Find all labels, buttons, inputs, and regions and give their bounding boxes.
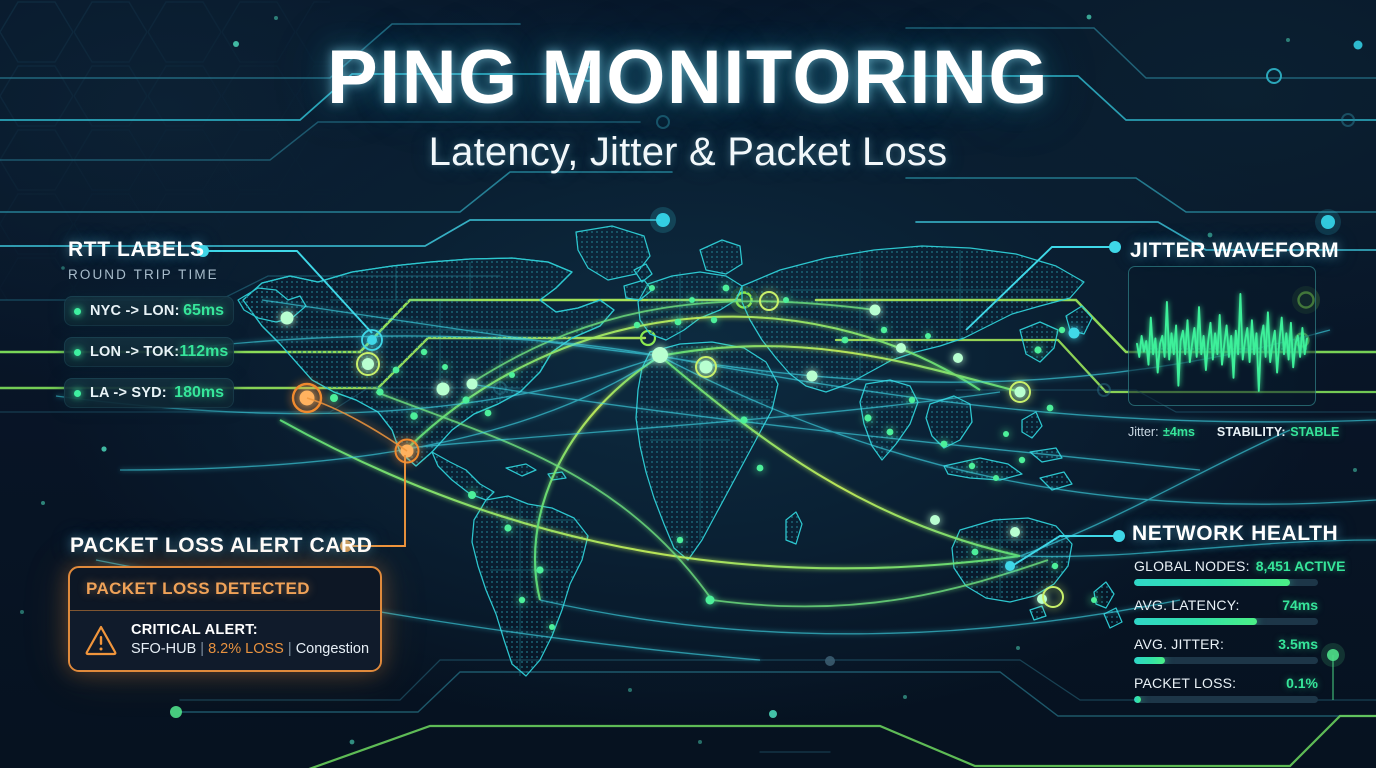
alert-label: CRITICAL ALERT:: [131, 622, 258, 638]
health-label: AVG. LATENCY:: [1134, 597, 1240, 613]
health-row: AVG. LATENCY: 74ms: [1134, 597, 1318, 625]
rtt-section-subheading: ROUND TRIP TIME: [68, 267, 219, 282]
title-block: PING MONITORING Latency, Jitter & Packet…: [0, 40, 1376, 175]
rtt-value: 112ms: [179, 343, 229, 360]
jitter-label: Jitter:: [1128, 425, 1159, 439]
health-row: PACKET LOSS: 0.1%: [1134, 675, 1318, 703]
alert-detail: SFO-HUB | 8.2% LOSS | Congestion: [131, 641, 369, 657]
status-dot-icon: [74, 307, 81, 315]
alert-separator: |: [287, 641, 292, 657]
jitter-waveform-svg: [1136, 293, 1308, 392]
health-row: AVG. JITTER: 3.5ms: [1134, 636, 1318, 664]
stability-value: STABLE: [1290, 425, 1340, 439]
health-progress-fill: [1134, 579, 1291, 586]
health-label: GLOBAL NODES:: [1134, 558, 1250, 574]
page-title: PING MONITORING: [326, 35, 1049, 120]
rtt-route: LA -> SYD:: [90, 385, 167, 401]
health-label: PACKET LOSS:: [1134, 675, 1237, 691]
warning-triangle-icon: [85, 625, 117, 655]
health-value: 0.1%: [1286, 675, 1318, 691]
health-progress-fill: [1134, 657, 1166, 664]
stability-label: STABILITY:: [1216, 425, 1286, 439]
status-dot-icon: [74, 348, 81, 356]
jitter-section-heading: JITTER WAVEFORM: [1130, 239, 1340, 262]
health-row: GLOBAL NODES: 8,451 ACTIVE: [1134, 558, 1345, 586]
health-progress-track: [1134, 696, 1318, 703]
alert-card-body: CRITICAL ALERT: SFO-HUB | 8.2% LOSS | Co…: [70, 611, 380, 670]
page-subtitle: Latency, Jitter & Packet Loss: [428, 130, 948, 174]
health-section-heading: NETWORK HEALTH: [1132, 522, 1339, 545]
alert-card-header: PACKET LOSS DETECTED: [70, 568, 380, 611]
rtt-value: 180ms: [174, 384, 224, 401]
rtt-row[interactable]: LON -> TOK: 112ms: [64, 337, 234, 367]
waveform-line: [1136, 293, 1308, 392]
health-progress-track: [1134, 657, 1318, 664]
rtt-label-list: NYC -> LON: 65ms LON -> TOK: 112ms LA ->…: [64, 296, 234, 419]
jitter-stats-row: Jitter: ±4ms STABILITY: STABLE: [1128, 423, 1339, 441]
health-value: 8,451 ACTIVE: [1255, 558, 1346, 574]
health-label: AVG. JITTER:: [1134, 636, 1225, 652]
status-dot-icon: [74, 389, 81, 397]
jitter-waveform-chart: [1128, 266, 1316, 406]
health-value: 74ms: [1282, 597, 1318, 613]
alert-cause: Congestion: [295, 641, 370, 657]
health-progress-track: [1134, 579, 1318, 586]
health-progress-fill: [1134, 696, 1142, 703]
alert-card-title: PACKET LOSS DETECTED: [86, 579, 310, 598]
alert-loss-value: 8.2% LOSS: [208, 641, 284, 657]
rtt-route: NYC -> LON:: [90, 303, 180, 319]
alert-separator: |: [200, 641, 205, 657]
rtt-route: LON -> TOK:: [90, 344, 180, 360]
health-progress-track: [1134, 618, 1318, 625]
rtt-row[interactable]: LA -> SYD: 180ms: [64, 378, 234, 408]
alert-text-block: CRITICAL ALERT: SFO-HUB | 8.2% LOSS | Co…: [131, 622, 369, 657]
network-health-list: GLOBAL NODES: 8,451 ACTIVE AVG. LATENCY:…: [1134, 558, 1345, 714]
health-progress-fill: [1134, 618, 1258, 625]
rtt-value: 65ms: [183, 302, 224, 319]
jitter-value: ±4ms: [1163, 425, 1195, 439]
alert-node: SFO-HUB: [131, 641, 197, 657]
alert-section-heading: PACKET LOSS ALERT CARD: [70, 534, 373, 557]
health-value: 3.5ms: [1278, 636, 1318, 652]
rtt-row[interactable]: NYC -> LON: 65ms: [64, 296, 234, 326]
packet-loss-alert-card[interactable]: PACKET LOSS DETECTED CRITICAL ALERT: SFO…: [68, 566, 382, 672]
rtt-section-heading: RTT LABELS: [68, 238, 205, 261]
